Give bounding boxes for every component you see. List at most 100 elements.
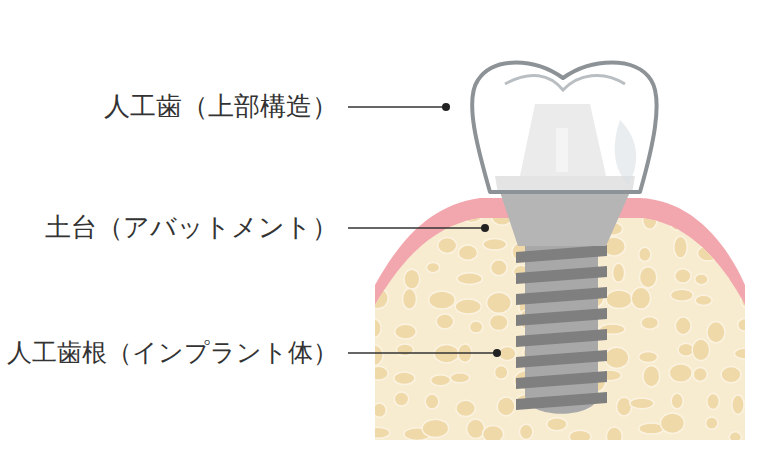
bone-spot [706, 417, 718, 429]
bone-spot [696, 449, 717, 451]
bone-spot [649, 442, 666, 451]
bone-spot [455, 299, 481, 314]
bone-spot [719, 246, 745, 259]
bone-spot [692, 339, 710, 361]
bone-spot [456, 400, 475, 416]
bone-spot [606, 427, 622, 446]
bone-spot [660, 413, 684, 433]
bone-spot [366, 427, 390, 438]
implant-screw [516, 240, 607, 414]
screw-thread [516, 371, 607, 389]
bone-spot [693, 367, 707, 381]
bone-spot [496, 442, 510, 451]
bone-spot [605, 347, 629, 368]
bone-spot [707, 393, 719, 409]
bone-spot [404, 269, 420, 289]
leader-dots [442, 103, 501, 357]
bone-spot [389, 238, 412, 256]
part-label: 人工歯（上部構造） [104, 91, 338, 122]
bone-spot [394, 372, 415, 385]
bone-spot [396, 344, 413, 356]
bone-spot [721, 366, 741, 382]
bone-spot [674, 236, 687, 258]
crown [472, 63, 656, 193]
bone-spot [422, 419, 448, 437]
bone-spot [616, 397, 631, 416]
bone-spot [643, 365, 660, 386]
bone-spot [547, 418, 567, 431]
bone-spot [695, 274, 708, 285]
bone-spot [490, 314, 508, 330]
bone-spot [613, 263, 625, 282]
bone-spot [695, 295, 712, 305]
bone-spot [395, 324, 417, 339]
bone-spot [729, 212, 753, 230]
bone-spot [518, 450, 539, 451]
bone-spot [450, 373, 469, 383]
bone-spot [436, 314, 454, 329]
screw-thread [516, 350, 607, 368]
bone-spot [429, 291, 456, 309]
bone-spot [365, 319, 381, 338]
part-label: 土台（アバットメント） [45, 212, 338, 243]
bone-spot [425, 394, 439, 409]
bone-spot [641, 317, 659, 330]
bone-spot [606, 290, 632, 309]
bone-spot [368, 366, 388, 380]
bone-spot [373, 403, 386, 417]
leader-lines [348, 107, 497, 353]
bone-spot [670, 289, 693, 301]
bone-spot [363, 239, 382, 250]
part-label: 人工歯根（インプラント体） [7, 338, 338, 368]
bone-spot [438, 238, 457, 254]
bone-spot [729, 432, 741, 442]
bone-spot [487, 292, 512, 313]
screw-thread [516, 266, 607, 284]
bone-spot [464, 444, 490, 451]
bone-spot [643, 210, 657, 229]
bone-spot [494, 366, 507, 380]
bone-spot [738, 319, 751, 332]
bone-spot [734, 348, 755, 359]
bone-spot [669, 364, 692, 382]
bone-spot [419, 448, 442, 451]
bone-spot [639, 267, 656, 288]
bone-spot [398, 448, 411, 451]
bone-spot [499, 347, 516, 361]
bone-spot [741, 293, 754, 308]
bone-spot [675, 269, 691, 283]
bone-spot [482, 426, 503, 443]
bone-spot [675, 317, 691, 335]
screw-thread [516, 308, 607, 326]
screw-thread [516, 329, 607, 347]
bone-spot [727, 263, 739, 280]
bone-spot [359, 260, 382, 278]
bone-spot [580, 446, 605, 451]
bone-spot [457, 273, 482, 285]
bone-spot [403, 289, 417, 310]
bone-spot [639, 247, 651, 261]
bone-spot [707, 322, 725, 343]
bone-spot [401, 212, 414, 233]
bone-spot [362, 344, 383, 366]
bone-spot [695, 221, 715, 234]
screw-thread [516, 392, 607, 410]
bone-spot [670, 209, 683, 230]
bone-spot [497, 397, 515, 416]
bone-spot [519, 424, 532, 439]
screw-thread [516, 245, 607, 263]
bone [375, 218, 745, 440]
bone-spot [368, 288, 389, 309]
bone-spot [608, 442, 625, 451]
screw-thread [516, 287, 607, 305]
bone-spot [639, 352, 658, 363]
bone-spot [728, 444, 753, 451]
bone-spot [483, 239, 507, 251]
bone-spot [732, 395, 744, 414]
bone-spot [434, 344, 459, 362]
bone-spot [569, 430, 591, 443]
bone-spot [631, 287, 650, 309]
bone-spot [431, 375, 451, 386]
bone-spot [698, 245, 719, 261]
